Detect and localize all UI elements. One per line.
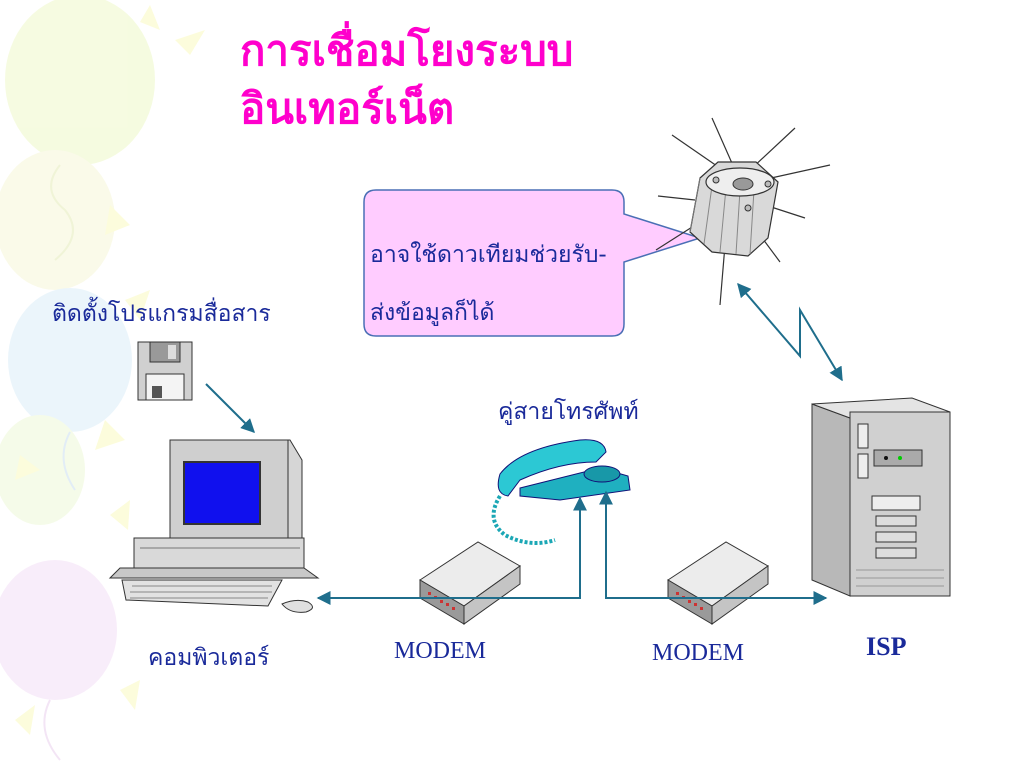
satellite-icon	[655, 117, 831, 306]
callout-text: อาจใช้ดาวเทียมช่วยรับ-ส่งข้อมูลก็ได้	[370, 242, 607, 326]
arrow-disk-to-computer	[205, 383, 255, 433]
phone-line-label: คู่สายโทรศัพท์	[498, 399, 639, 425]
isp-label: ISP	[866, 632, 907, 661]
page-title: การเชื่อมโยงระบบ อินเทอร์เน็ต	[240, 22, 760, 138]
modem-icon	[667, 541, 769, 625]
modem-right-label: MODEM	[652, 640, 745, 666]
computer-label: คอมพิวเตอร์	[148, 645, 270, 671]
computer-icon	[108, 439, 320, 613]
modem-left-label: MODEM	[394, 638, 487, 664]
title-line-2: อินเทอร์เน็ต	[240, 84, 455, 133]
callout-bubble	[363, 189, 703, 337]
satellite-link	[737, 282, 843, 382]
install-software-label: ติดตั้งโปรแกรมสื่อสาร	[52, 301, 271, 327]
server-icon	[811, 397, 951, 597]
balloon-icon	[8, 288, 132, 432]
telephone-icon	[491, 439, 631, 546]
balloon-icon	[0, 560, 117, 700]
balloon-icon	[5, 0, 155, 165]
title-line-1: การเชื่อมโยงระบบ	[240, 26, 574, 75]
modem-icon	[419, 541, 521, 625]
floppy-disk-icon	[137, 341, 193, 401]
line-computer-modem-phone	[316, 496, 587, 605]
line-phone-modem-isp	[599, 490, 828, 605]
